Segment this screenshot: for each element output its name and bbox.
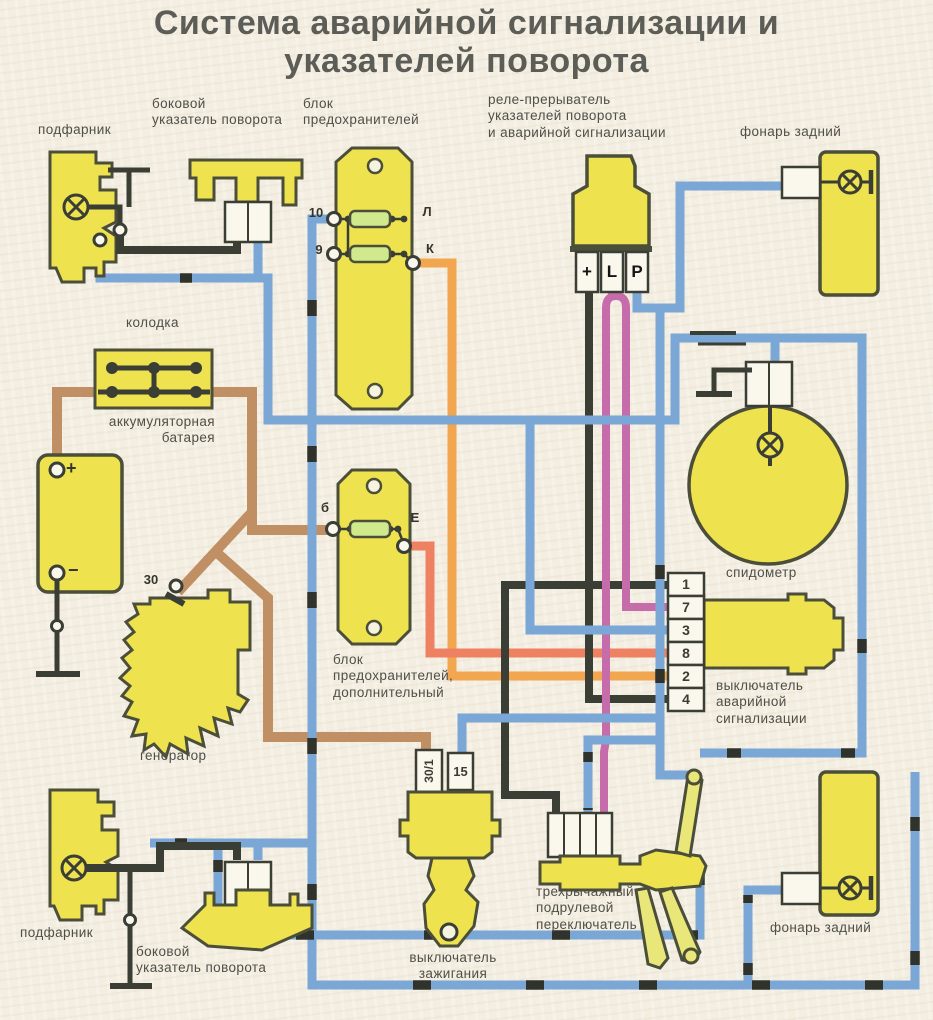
connector-1pin (780, 165, 822, 200)
hazard-terminal-8: 8 (682, 645, 690, 661)
relay-terminal-plus (574, 250, 600, 294)
turn-relay (570, 154, 652, 294)
connector-1pin (780, 871, 822, 906)
label-speedometer: спидометр (726, 565, 797, 580)
ignition-terminal-15 (446, 751, 475, 792)
aux-fuse-terminal-b: б (320, 500, 330, 515)
label-side-indicator-top: боковой указатель поворота (152, 96, 283, 128)
label-sidelight-bottom: подфарник (20, 925, 94, 940)
fuse-icon (348, 519, 392, 539)
terminal-rings (48, 211, 421, 927)
ignition-terminal-15-label: 15 (453, 764, 468, 779)
hazard-switch (666, 571, 845, 713)
wire-black-relay-plus (501, 292, 668, 813)
side-indicator-top (188, 158, 304, 244)
rear-lamp-top (780, 150, 880, 297)
hazard-terminal-4: 4 (682, 691, 690, 707)
rear-lamp-bottom (780, 770, 880, 917)
connector-block (93, 348, 214, 410)
column-switch (538, 768, 708, 970)
switch-lever-upper (674, 770, 704, 858)
aux-fuse-terminal-e: Е (410, 510, 420, 525)
hazard-terminal-3: 3 (682, 622, 690, 638)
relay-terminal-p (624, 250, 650, 294)
switch-lever-lower-2 (634, 886, 670, 970)
fuse-terminal-l: Л (422, 204, 432, 219)
sidelight-top (48, 150, 241, 284)
hazard-terminal-2: 2 (682, 668, 690, 684)
fuse-block-aux (336, 468, 412, 646)
side-indicator-bottom (179, 860, 314, 952)
generator (117, 588, 252, 760)
fuse-terminal-10: 10 (308, 205, 324, 220)
label-side-indicator-bottom: боковой указатель поворота (136, 944, 267, 976)
label-connector-block: колодка (126, 315, 179, 330)
fuse-icon (348, 209, 392, 229)
relay-terminal-label-plus: + (582, 262, 592, 281)
ignition-terminal-30-1-label: 30/1 (422, 759, 436, 783)
fuse-terminal-9: 9 (315, 242, 323, 257)
generator-terminal-30: 30 (143, 572, 159, 587)
label-ignition-switch: выключатель зажигания (409, 950, 497, 982)
fuse-terminal-k: К (426, 241, 434, 256)
ignition-switch (398, 748, 502, 948)
label-fuse-block-aux: блок предохранителей, дополнительный (333, 652, 454, 700)
speedometer (687, 331, 849, 566)
relay-terminal-l (599, 250, 625, 294)
label-rear-lamp-bottom: фонарь задний (770, 920, 872, 935)
label-generator: генератор (140, 748, 207, 763)
label-column-switch: трехрычажный подрулевой переключатель (536, 884, 638, 932)
label-rear-lamp-top: фонарь задний (740, 124, 842, 139)
hazard-terminal-1: 1 (682, 576, 690, 592)
battery-minus: − (68, 560, 79, 580)
wire-brown-battery-feed (52, 387, 431, 752)
label-hazard-switch: выключатель аварийной сигнализации (716, 678, 807, 726)
battery-plus: + (66, 458, 77, 478)
sidelight-bottom (48, 788, 241, 989)
wire-red-aux-fuse (404, 541, 668, 658)
hazard-terminal-7: 7 (682, 599, 690, 615)
label-sidelight-top: подфарник (38, 122, 112, 137)
label-fuse-block: блок предохранителей (303, 96, 420, 128)
fuse-block-main (334, 146, 414, 411)
relay-terminal-label-p: P (631, 262, 643, 281)
label-relay: реле-прерыватель указателей поворота и а… (488, 92, 666, 140)
page-title: Система аварийной сигнализации и указате… (153, 4, 780, 81)
fuse-icon (348, 244, 392, 264)
relay-terminal-label-l: L (606, 262, 618, 281)
label-battery: аккумуляторная батарея (108, 414, 215, 446)
wire-orange-fuse-k (413, 258, 668, 681)
